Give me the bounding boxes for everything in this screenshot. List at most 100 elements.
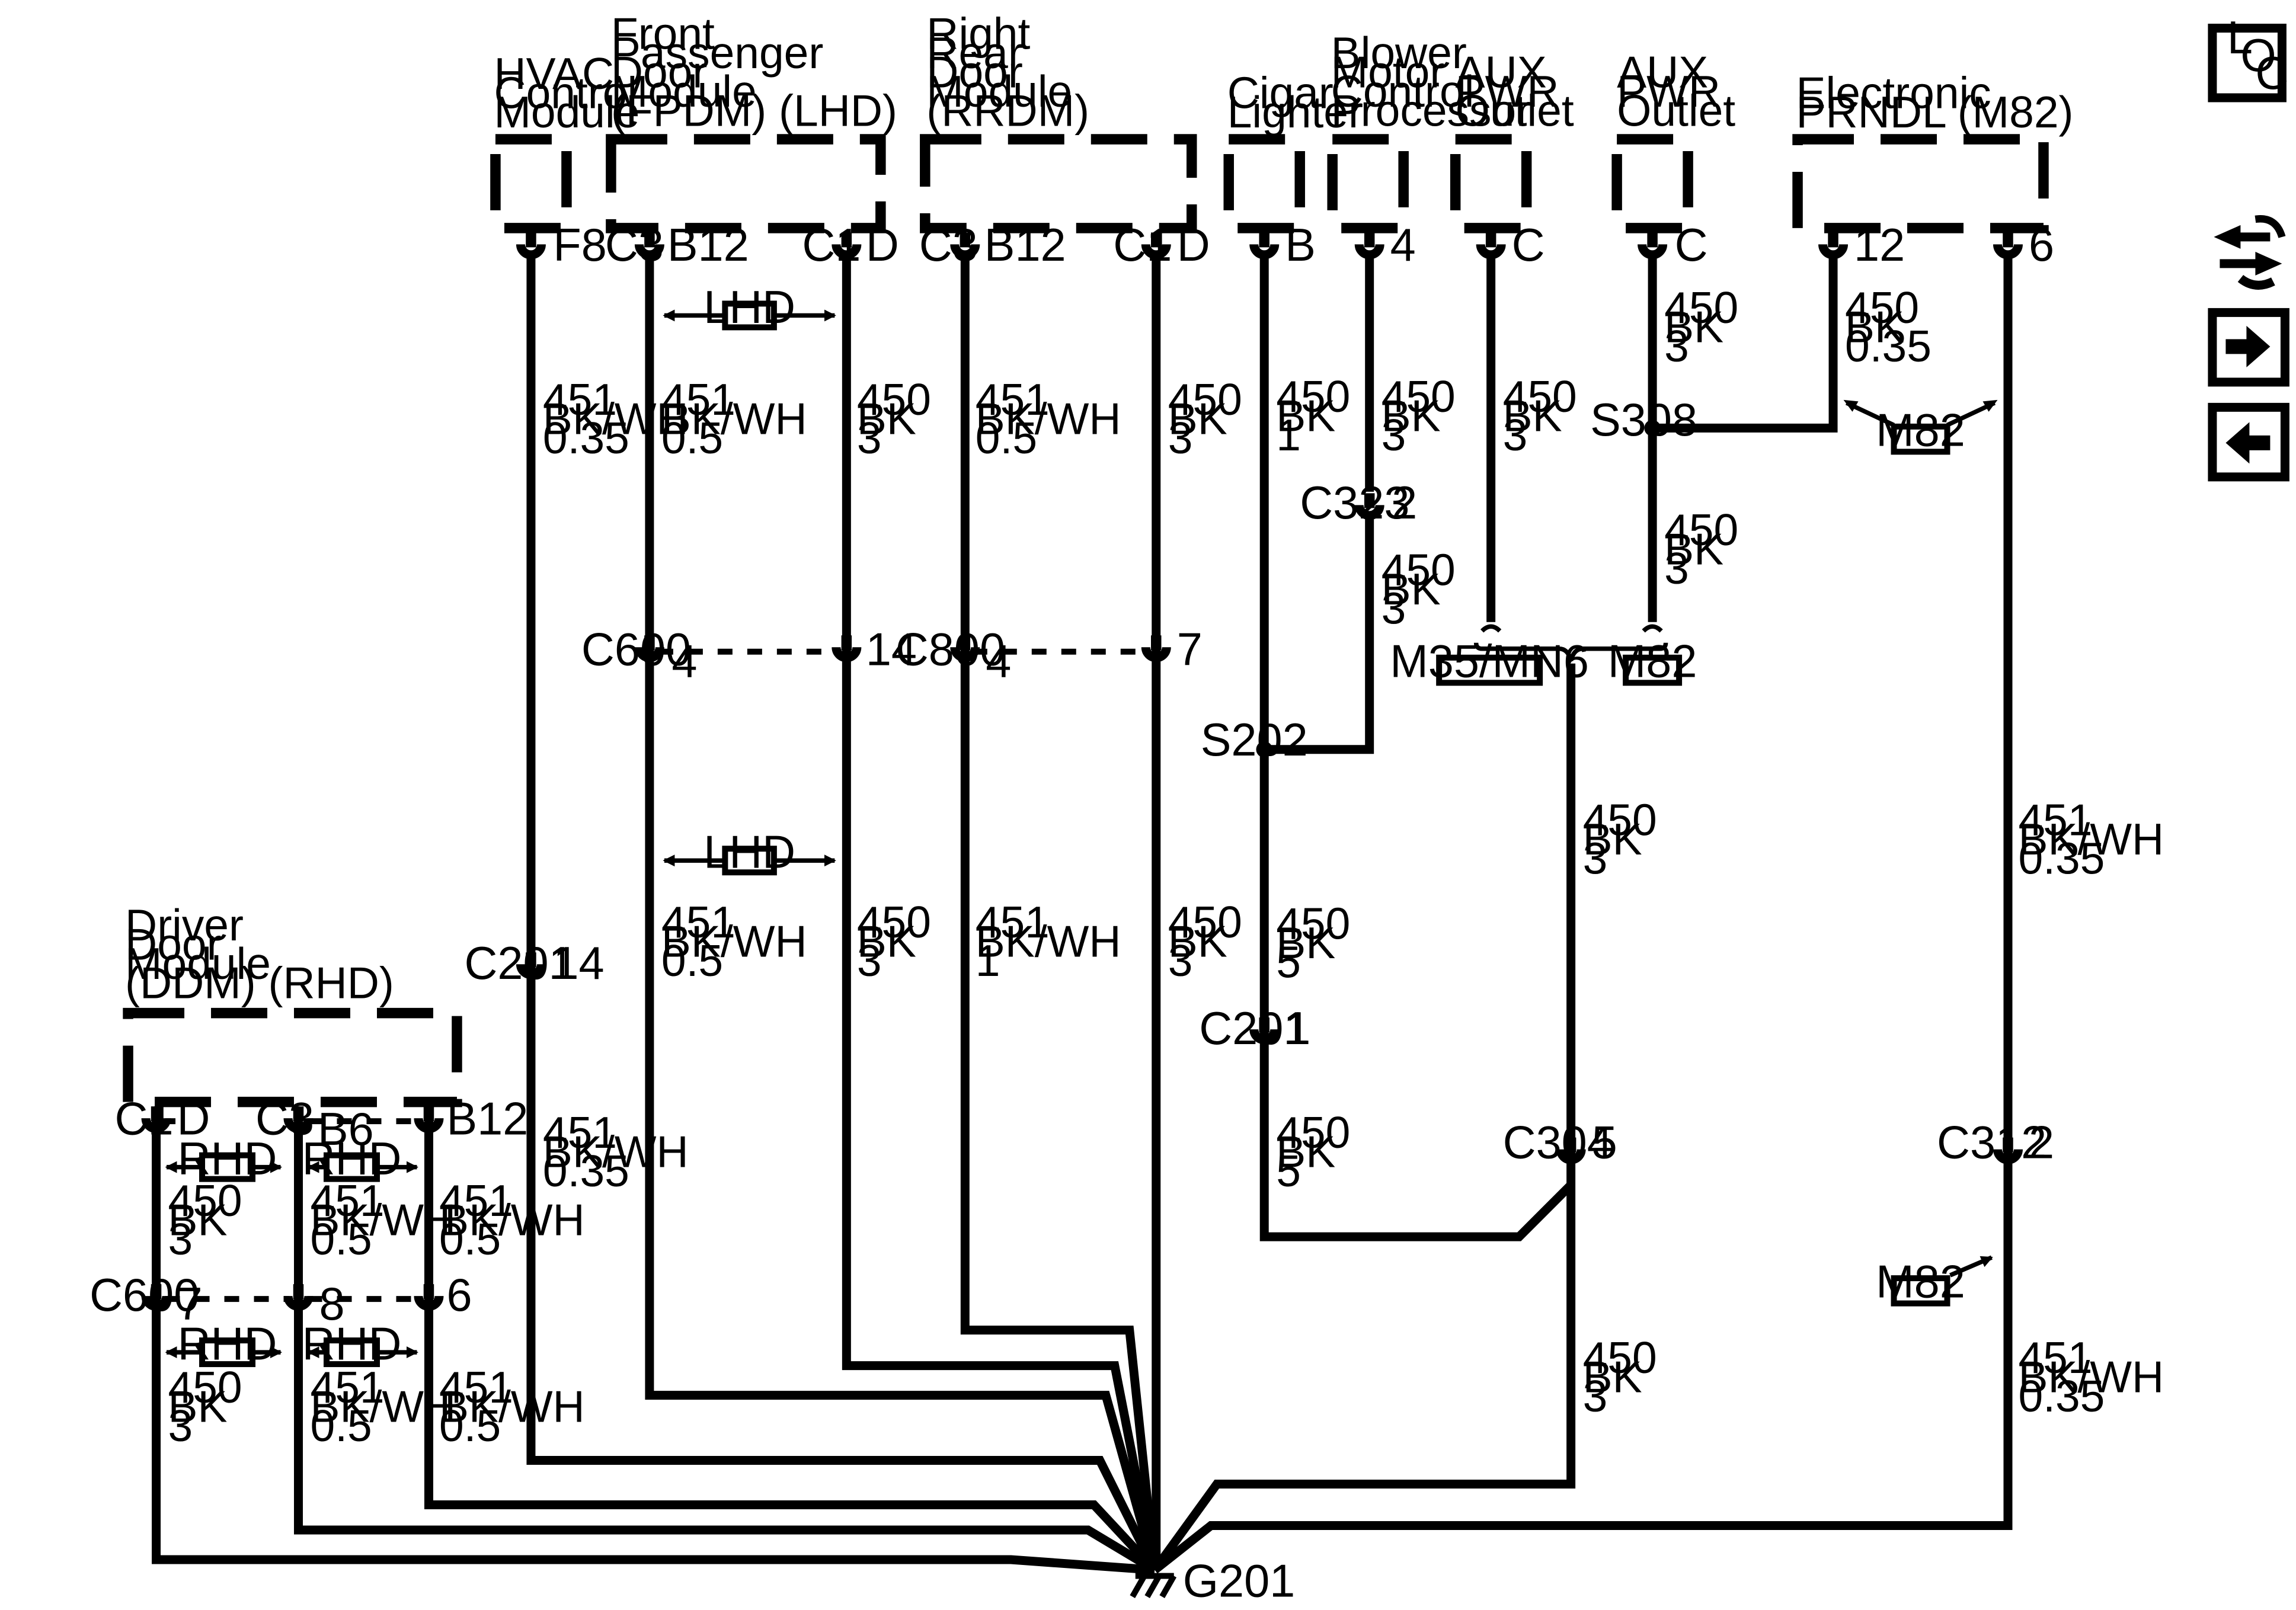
pin-label: C3 bbox=[919, 220, 978, 271]
connector-pin-symbol bbox=[950, 232, 980, 260]
wire-label: 451BK/WH0.5 bbox=[311, 1176, 456, 1264]
wire-label: 450BK3 bbox=[168, 1176, 242, 1264]
connector-pin-symbol bbox=[283, 1284, 314, 1311]
connector-labels: C600 4 14 C800 4 7 C201 14 C201 1 C323 2… bbox=[89, 478, 2054, 1330]
pin-label: D bbox=[866, 220, 899, 271]
nav-panel: L O C bbox=[2208, 12, 2289, 482]
pin-label: B12 bbox=[446, 1094, 528, 1145]
wire-label: 450BK3 bbox=[1168, 375, 1242, 463]
aux2-title: AUXPWROutlet bbox=[1617, 47, 1735, 135]
pin-label: C3 bbox=[255, 1094, 314, 1145]
aux-pwr-outlet-1-box bbox=[1450, 134, 1532, 233]
blower-title: BlowerMotorControlProcessor bbox=[1331, 28, 1531, 135]
wire-label: 451BK/WH0.5 bbox=[439, 1362, 585, 1451]
connector-pin-symbol bbox=[516, 232, 546, 260]
connector-pin-symbol bbox=[1354, 493, 1384, 520]
wire-label: 450BK3 bbox=[1382, 372, 1456, 460]
wire-c304 bbox=[1151, 663, 1576, 1573]
connector-end-view-icon[interactable] bbox=[2214, 215, 2286, 290]
wire-ddm-d bbox=[152, 1116, 1155, 1574]
pin-label: C bbox=[1512, 220, 1545, 271]
connector-pin: 1 bbox=[1285, 1003, 1310, 1054]
rhd-tag: RHD bbox=[178, 1319, 277, 1370]
wire-label: 451BK/WH0.35 bbox=[543, 375, 689, 463]
rhd-tag: RHD bbox=[302, 1134, 402, 1185]
wire-label: 450BK3 bbox=[857, 375, 931, 463]
splice-s308-label: S308 bbox=[1590, 395, 1697, 446]
connector-pin: 7 bbox=[1177, 624, 1203, 675]
wire-blower bbox=[1264, 257, 1374, 754]
splice-s308-dot bbox=[1644, 420, 1661, 437]
wire-label: 450BK1 bbox=[1276, 372, 1350, 460]
connector-label: C800 bbox=[896, 624, 1005, 675]
splice-s202-label: S202 bbox=[1201, 715, 1308, 766]
ground-symbol bbox=[1130, 1573, 1177, 1598]
ground-g201: G201 bbox=[1130, 1556, 1296, 1607]
wire-label: 450BK3 bbox=[1664, 283, 1738, 371]
connector-pin-symbol bbox=[1249, 1017, 1280, 1045]
connector-label: C600 bbox=[89, 1270, 199, 1321]
pin-label: 4 bbox=[1390, 220, 1416, 271]
connector-pin: 8 bbox=[319, 1279, 345, 1330]
pin-label: D bbox=[177, 1094, 210, 1145]
loc-button[interactable]: L O C bbox=[2208, 12, 2288, 103]
aux-pwr-outlet-2-box bbox=[1611, 134, 1693, 233]
rhd-box bbox=[199, 1152, 256, 1182]
lhd-tag: LHD bbox=[703, 827, 795, 878]
wire-label: 450BK3 bbox=[857, 897, 931, 985]
wire-label: 451BK/WH0.5 bbox=[439, 1176, 585, 1264]
wire-label: 450BK3 bbox=[1168, 897, 1242, 985]
pin-label: B6 bbox=[318, 1104, 374, 1155]
loc-letter: C bbox=[2255, 48, 2288, 99]
pin-labels: F8 C3 B12 C1 D C3 B12 C1 D B 4 C C 12 6 … bbox=[115, 220, 2054, 1155]
m82-tag: M82 bbox=[1876, 405, 1965, 456]
connector-pin: 7 bbox=[177, 1279, 203, 1330]
wire-label: 450BK0.35 bbox=[1845, 283, 1932, 371]
wire-prndl-6 bbox=[1152, 257, 2013, 1574]
pin-label: C1 bbox=[115, 1094, 174, 1145]
hvac-control-module-box bbox=[490, 134, 572, 233]
wire-label: 450BK5 bbox=[1276, 899, 1350, 987]
electronic-prndl-box bbox=[1792, 134, 2049, 233]
m82-mid-box bbox=[1623, 654, 1683, 686]
connector-pin-symbol bbox=[1476, 232, 1506, 260]
lhd-tag: LHD bbox=[703, 282, 795, 333]
wire-label: 451BK/WH0.5 bbox=[311, 1362, 456, 1451]
m82-bot-arrow bbox=[1949, 1255, 1993, 1278]
connector-pins bbox=[141, 232, 2023, 1311]
wire-label: 451BK/WH0.35 bbox=[2018, 795, 2164, 884]
pin-label: B12 bbox=[667, 220, 749, 271]
wire-label: 450BK3 bbox=[1382, 545, 1456, 633]
ground-label: G201 bbox=[1183, 1556, 1296, 1607]
connector-pin-symbol bbox=[1141, 232, 1171, 260]
connector-pin-symbol bbox=[1638, 232, 1668, 260]
arrow-right-icon[interactable] bbox=[2208, 308, 2289, 387]
arrow-left-icon[interactable] bbox=[2208, 402, 2289, 482]
connector-label: C323 bbox=[1300, 478, 1409, 529]
pin-label: C3 bbox=[605, 220, 664, 271]
pin-label: C1 bbox=[1113, 220, 1172, 271]
rhd-tag: RHD bbox=[178, 1134, 277, 1185]
wire-prndl-12 bbox=[1652, 257, 1838, 433]
wire-label: 450BK5 bbox=[1276, 1108, 1350, 1196]
m35-mn6-tag: M35/MN6 bbox=[1390, 636, 1589, 687]
component-labels: HVACControlModule FrontPassengerDoorModu… bbox=[125, 8, 2073, 1007]
connector-pin-symbol bbox=[1141, 635, 1171, 662]
fpdm-box bbox=[606, 134, 886, 233]
wire-fpdm-b12 bbox=[645, 257, 1159, 1571]
lhd-tag-box bbox=[722, 300, 777, 331]
wire-label: 450BK3 bbox=[1583, 795, 1657, 884]
m82-tag: M82 bbox=[1608, 636, 1697, 687]
connector-label: C201 bbox=[464, 938, 574, 989]
connector-pin-symbol bbox=[832, 232, 862, 260]
lhd-tag-box bbox=[722, 846, 777, 876]
connector-pin: 4 bbox=[986, 636, 1011, 687]
wire-rrdm-b12 bbox=[960, 257, 1159, 1571]
connector-pin-symbol bbox=[414, 1284, 444, 1311]
rhd-box bbox=[324, 1152, 380, 1182]
wire-label: 450BK3 bbox=[1583, 1333, 1657, 1421]
rrdm-title: RightRearDoorModule(RRDM) bbox=[926, 8, 1089, 135]
pin-label: C1 bbox=[802, 220, 861, 271]
loc-letter: L bbox=[2227, 12, 2253, 63]
